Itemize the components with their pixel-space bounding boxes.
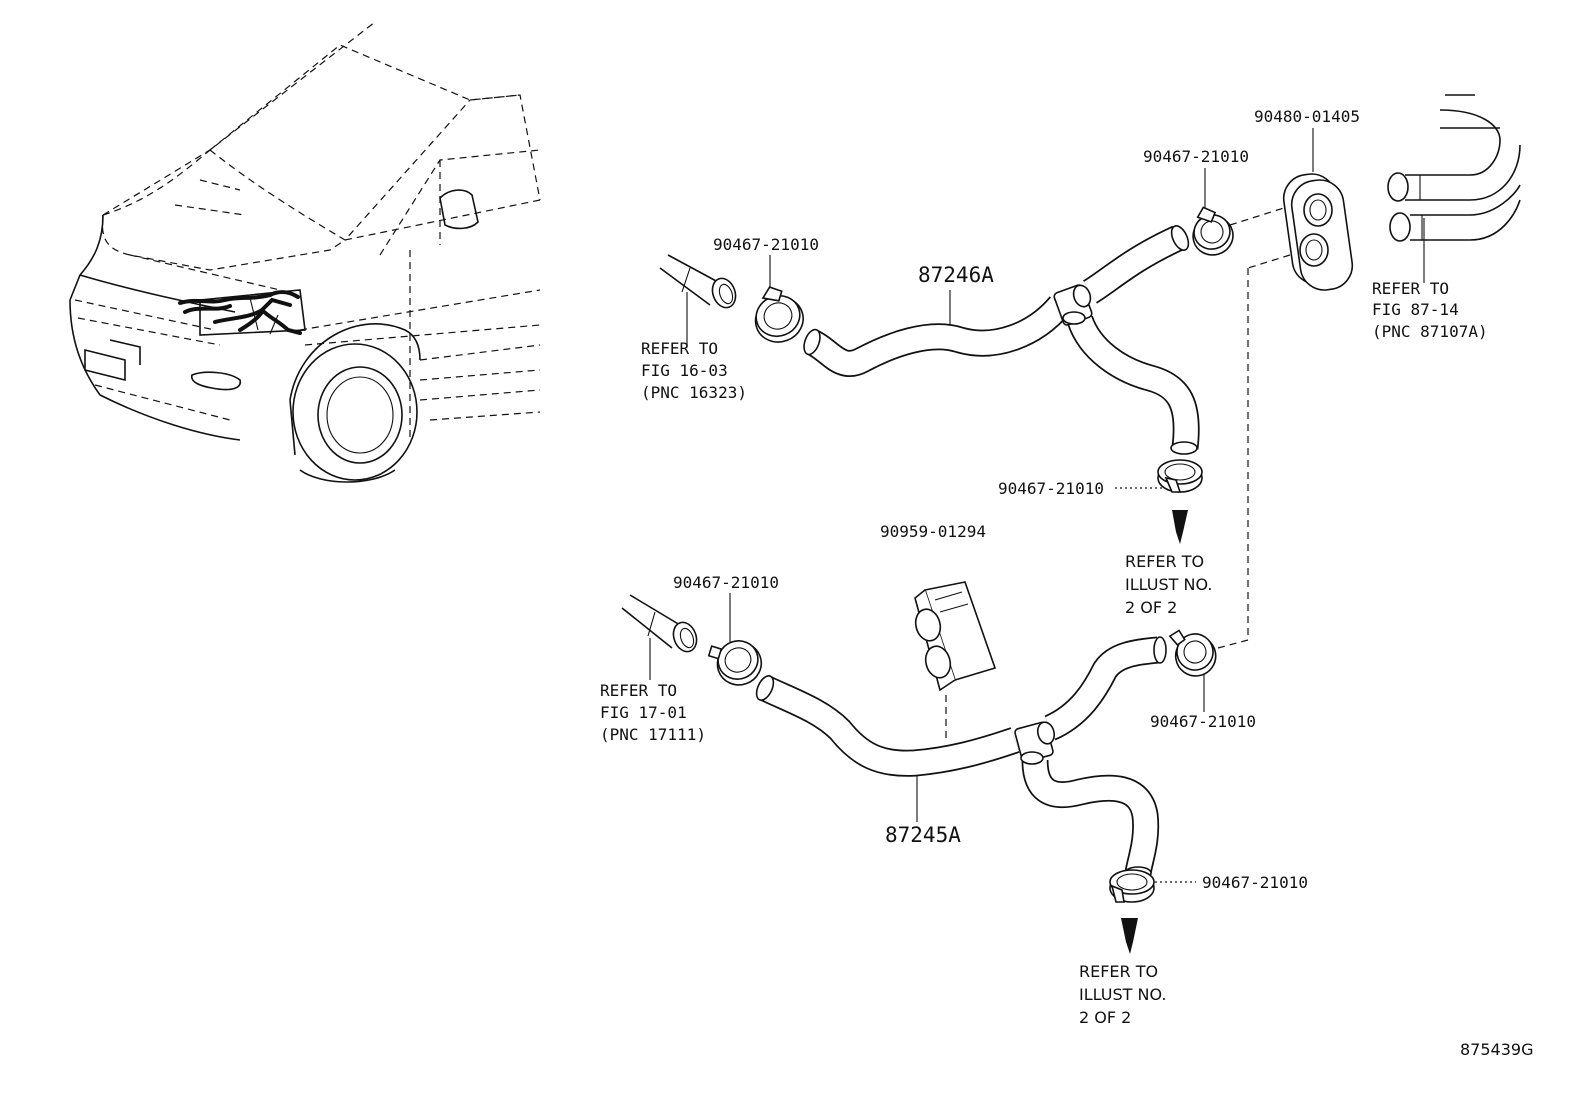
- ref-top-right-line2: FIG 87-14: [1372, 300, 1459, 319]
- pipe-lower-left: [621, 594, 698, 653]
- label-clamp-mid-right: 90467-21010: [998, 479, 1104, 498]
- arrow-ref-lower: [1121, 918, 1138, 954]
- vehicle-illustration: [69, 21, 541, 483]
- ref-top-right-line1: REFER TO: [1372, 279, 1449, 298]
- label-hose-lower: 87245A: [885, 823, 961, 847]
- clamp-top-mid[interactable]: [1186, 202, 1237, 260]
- grommet-90480-01405[interactable]: [1281, 171, 1356, 293]
- ref-top-right-line3: (PNC 87107A): [1372, 322, 1488, 341]
- ref-illust-upper-line3: 2 OF 2: [1125, 598, 1177, 617]
- label-bracket: 90959-01294: [880, 522, 986, 541]
- label-clamp-lower-left: 90467-21010: [673, 573, 779, 592]
- ref-illust-lower-line1: REFER TO: [1079, 962, 1158, 981]
- clamp-lower-left[interactable]: [706, 632, 767, 693]
- clamp-mid-right[interactable]: [1157, 459, 1203, 493]
- ref-lower-left-line2: FIG 17-01: [600, 703, 687, 722]
- ref-upper-left-line3: (PNC 16323): [641, 383, 747, 402]
- label-clamp-lower-right: 90467-21010: [1150, 712, 1256, 731]
- hose-87246a[interactable]: [801, 223, 1200, 455]
- ref-lower-left-line1: REFER TO: [600, 681, 677, 700]
- ref-illust-lower-line2: ILLUST NO.: [1079, 985, 1166, 1004]
- ref-illust-upper-line2: ILLUST NO.: [1125, 575, 1212, 594]
- hose-87245a[interactable]: [753, 636, 1167, 880]
- ref-upper-left-line2: FIG 16-03: [641, 361, 728, 380]
- pipe-heater-top-right: [1387, 94, 1521, 242]
- pipe-upper-left: [659, 254, 737, 309]
- clamp-upper-left[interactable]: [745, 280, 809, 349]
- clamp-lower-right[interactable]: [1168, 625, 1219, 680]
- label-hose-upper: 87246A: [918, 263, 994, 287]
- ref-upper-left-line1: REFER TO: [641, 339, 718, 358]
- label-grommet: 90480-01405: [1254, 107, 1360, 126]
- label-clamp-bottom: 90467-21010: [1202, 873, 1308, 892]
- bracket-90959-01294[interactable]: [912, 581, 997, 692]
- ref-lower-left-line3: (PNC 17111): [600, 725, 706, 744]
- label-clamp-top-left: 90467-21010: [713, 235, 819, 254]
- ref-illust-upper-line1: REFER TO: [1125, 552, 1204, 571]
- leader-lines: [649, 128, 1425, 883]
- arrow-ref-upper: [1172, 510, 1188, 544]
- figure-id: 875439G: [1460, 1040, 1533, 1059]
- clamp-bottom[interactable]: [1109, 869, 1155, 903]
- ref-illust-lower-line3: 2 OF 2: [1079, 1008, 1131, 1027]
- label-clamp-top-mid: 90467-21010: [1143, 147, 1249, 166]
